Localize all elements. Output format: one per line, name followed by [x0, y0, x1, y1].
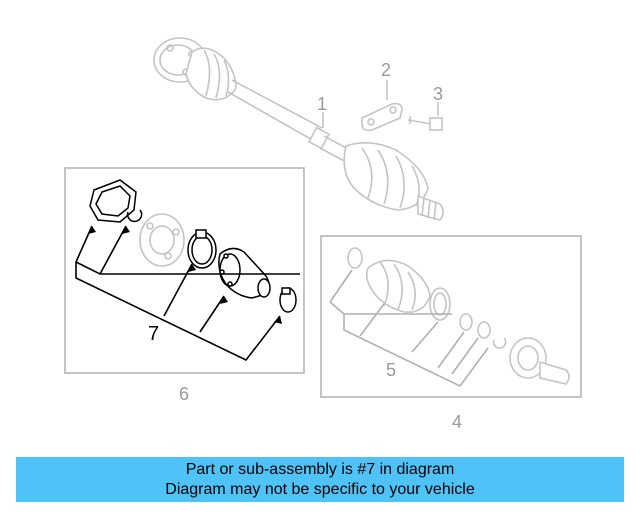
drive-shaft-assembly: [153, 37, 444, 221]
part-3-bolt: [407, 102, 443, 131]
callout-3: 3: [433, 84, 443, 104]
callout-7: 7: [148, 323, 159, 345]
info-banner: Part or sub-assembly is #7 in diagram Di…: [16, 457, 624, 502]
boot-kit-box-4: [320, 235, 582, 398]
banner-line-1: Part or sub-assembly is #7 in diagram: [185, 461, 455, 478]
callout-2: 2: [381, 60, 391, 80]
callout-4: 4: [452, 412, 462, 432]
part-2-bracket: [361, 80, 403, 132]
snap-ring-icon: [126, 209, 143, 223]
repair-kit-box-6: [64, 167, 305, 374]
callout-6: 6: [179, 384, 189, 404]
banner-line-2: Diagram may not be specific to your vehi…: [165, 481, 475, 498]
callout-5: 5: [386, 360, 396, 380]
callout-1: 1: [317, 94, 327, 114]
